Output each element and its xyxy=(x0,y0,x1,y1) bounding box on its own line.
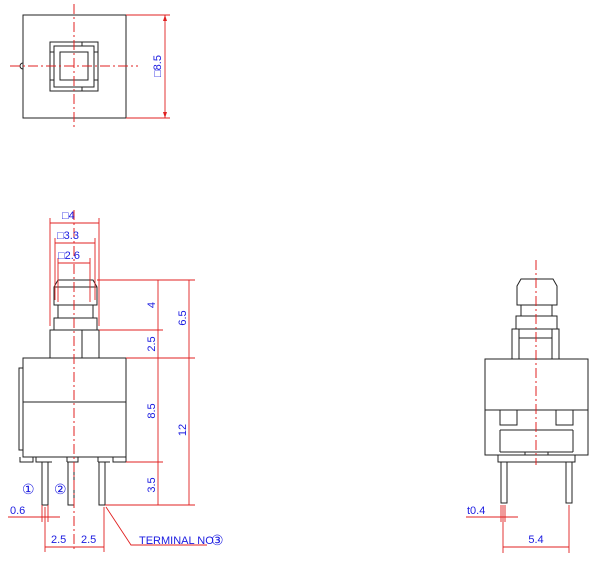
side-view: t0.4 5.4 xyxy=(466,260,589,553)
pitch-2-dim: 2.5 xyxy=(81,534,96,546)
terminal-2-label: ② xyxy=(54,481,67,497)
plunger-total-dim: 6.5 xyxy=(177,310,189,325)
front-view: □4 □3.3 □2.6 4 2.5 8.5 3.5 6.5 12 ① ② 0.… xyxy=(8,210,224,552)
pitch-1-dim: 2.5 xyxy=(51,534,66,546)
pin-thickness-dim: t0.4 xyxy=(467,505,485,517)
pin-length-dim: 3.5 xyxy=(146,477,158,492)
body-height-dim: 8.5 xyxy=(146,403,158,418)
top-view: □8.5 xyxy=(10,4,170,128)
body-total-dim: 12 xyxy=(177,424,189,436)
cap-inner-dim: □2.6 xyxy=(58,250,80,262)
cap-height-dim: 4 xyxy=(146,302,158,308)
top-size-dim: □8.5 xyxy=(152,55,164,77)
pin-spacing-dim: 5.4 xyxy=(528,534,543,546)
terminal-label: TERMINAL NO xyxy=(139,535,214,547)
collar-height-dim: 2.5 xyxy=(146,336,158,351)
terminal-1-label: ① xyxy=(22,481,35,497)
cap-mid-dim: □3.3 xyxy=(57,230,79,242)
terminal-3-label: ③ xyxy=(211,532,224,548)
pin-width-dim: 0.6 xyxy=(10,505,25,517)
cap-outer-dim: □4 xyxy=(62,210,75,222)
